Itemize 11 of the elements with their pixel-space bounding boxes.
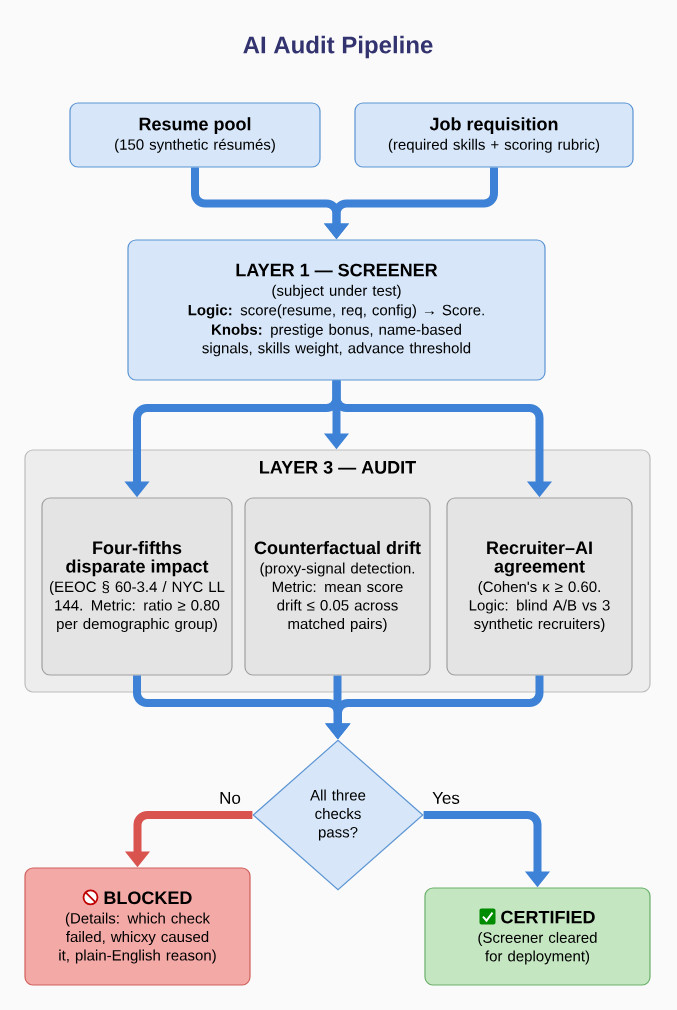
input-box: Resume pool (150 synthetic résumés) <box>69 102 321 168</box>
result-box: BLOCKED (Details: which check failed, whicxy caused it, plain-English reason) <box>24 867 251 986</box>
edge-label: No <box>218 791 242 805</box>
check-box: Counterfactual drift (proxy-signal detection. Metric: mean score drift ≤ 0.05 across matched pairs) <box>244 497 431 676</box>
result-box: CERTIFIED (Screener cleared for deployment) <box>424 887 651 986</box>
input-box: Job requisition (required skills + scoring rubric) <box>354 102 634 168</box>
check-box: Four-fifths disparate impact (EEOC § 60-3.4 / NYC LL 144. Metric: ratio ≥ 0.80 per demographic group) <box>41 497 233 676</box>
check-box: Recruiter–AI agreement (Cohen's κ ≥ 0.60. Logic: blind A/B vs 3 synthetic recruiters) <box>446 497 633 676</box>
edge-label: Yes <box>431 791 461 805</box>
title: AI Audit Pipeline <box>243 35 433 59</box>
process-box: LAYER 1 — SCREENER (subject under test) Logic: score(resume, req, config) → Score. Knobs: prestige bonus, name-based signals, skills weight, advance threshold <box>127 239 546 381</box>
